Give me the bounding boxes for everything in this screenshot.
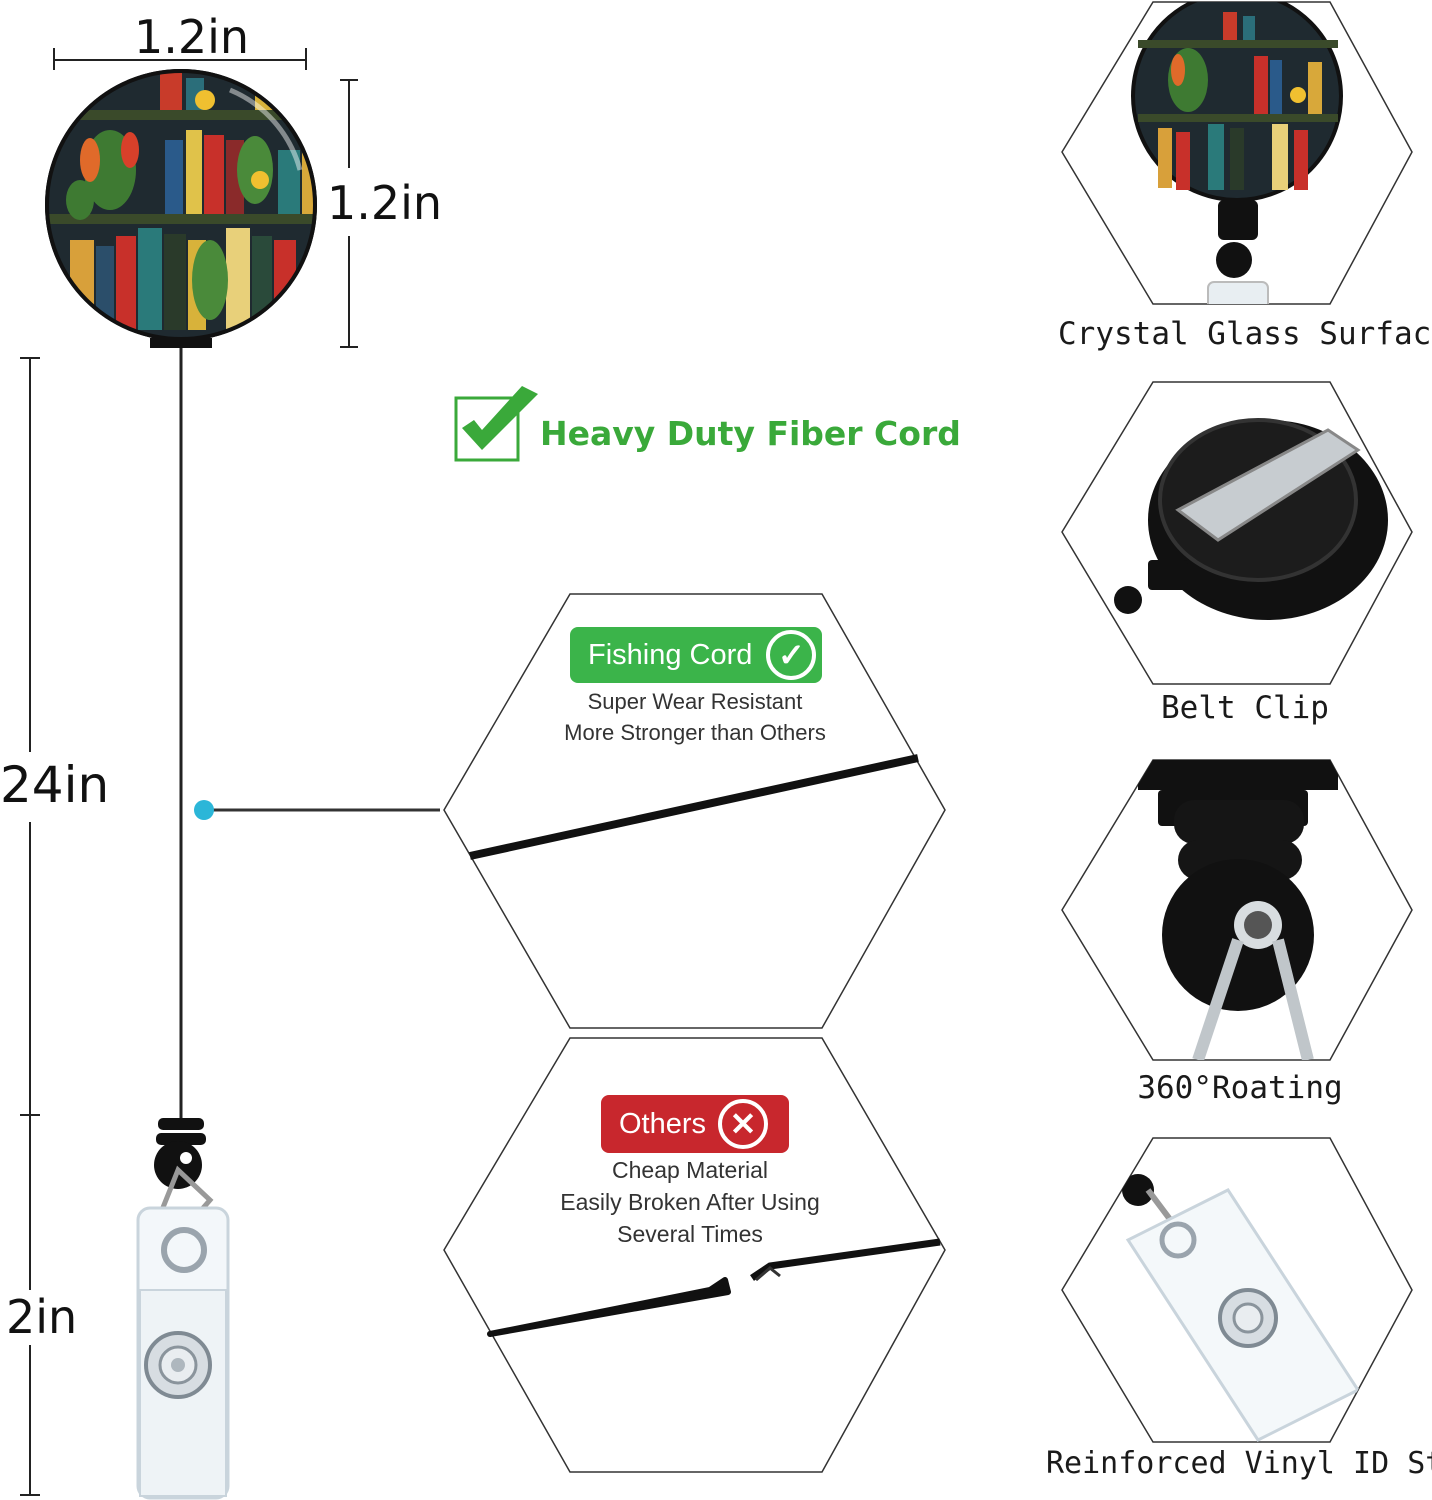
fishing-cord-hexagon [443, 593, 946, 1029]
feature-caption-belt-clip: Belt Clip [1161, 690, 1329, 726]
feature-caption-rotating: 360°Roating [1137, 1070, 1343, 1106]
belt-clip-icon [1114, 418, 1388, 620]
fishing-cord-badge: Fishing Cord ✓ [570, 627, 822, 683]
headline-text: Heavy Duty Fiber Cord [540, 414, 961, 453]
feature-hexagons [1061, 1, 1413, 1443]
others-line: Cheap Material [612, 1157, 768, 1183]
swivel-joint-icon [1138, 760, 1338, 1060]
others-line: Easily Broken After Using [560, 1189, 820, 1215]
fishing-cord-description: Super Wear Resistant More Stronger than … [545, 686, 845, 748]
others-badge: Others ✕ [601, 1095, 789, 1153]
others-badge-label: Others [619, 1107, 707, 1140]
swivel-joint [154, 1118, 214, 1234]
height-dimension-line [340, 79, 358, 348]
cross-circle-icon: ✕ [718, 1099, 769, 1149]
checkmark-box-icon [454, 386, 538, 462]
cord-length-label: 24in [0, 756, 110, 814]
fishing-cord-badge-label: Fishing Cord [588, 638, 753, 671]
fishing-cord-line: Super Wear Resistant [587, 689, 803, 714]
bookshelf-badge-face [45, 69, 317, 348]
height-label: 1.2in [327, 176, 443, 230]
others-description: Cheap Material Easily Broken After Using… [535, 1154, 845, 1250]
others-cord-hexagon [443, 1037, 946, 1473]
cord-length-dimension-line [20, 357, 40, 1116]
bookshelf-badge-icon [1131, 2, 1343, 304]
broken-cord-line [487, 1238, 941, 1337]
strong-cord-line [469, 754, 919, 860]
strap-length-dimension-line [20, 1115, 40, 1496]
fishing-cord-line: More Stronger than Others [564, 720, 826, 745]
clear-vinyl-strap [136, 1206, 230, 1500]
width-label: 1.2in [134, 10, 250, 64]
vinyl-strap-icon [1122, 1174, 1361, 1442]
feature-caption-strap: Reinforced Vinyl ID Strap [1046, 1446, 1432, 1481]
cord-callout-connector [194, 800, 440, 820]
check-circle-icon: ✓ [766, 630, 817, 680]
comparison-hexagons [443, 593, 946, 1473]
width-dimension-line [53, 48, 307, 70]
product-diagram [20, 48, 440, 1500]
feature-caption-crystal: Crystal Glass Surface [1058, 316, 1432, 352]
others-line: Several Times [617, 1221, 763, 1247]
strap-length-label: 2in [6, 1290, 78, 1344]
